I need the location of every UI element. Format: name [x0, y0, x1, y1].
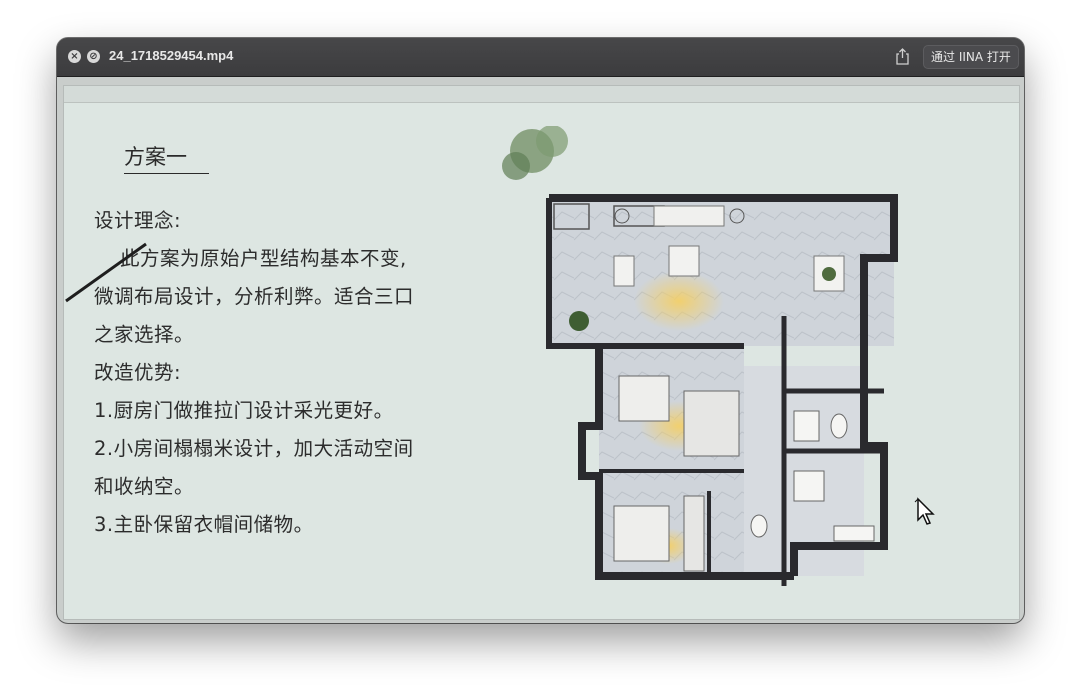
share-icon[interactable] [895, 48, 910, 65]
open-in-iina-button[interactable]: 通过 IINA 打开 [923, 45, 1019, 69]
advantage-1: 1.厨房门做推拉门设计采光更好。 [94, 399, 394, 422]
concept-line-3: 之家选择。 [94, 323, 195, 346]
slide-heading: 方案一 [124, 141, 209, 174]
disable-icon[interactable]: ⊘ [87, 50, 100, 63]
title-bar: × ⊘ 24_1718529454.mp4 通过 IINA 打开 [57, 38, 1024, 77]
tree-decoration [502, 126, 568, 180]
advantages-label: 改造优势: [94, 361, 182, 384]
floor-plan-image [502, 126, 898, 586]
advantage-3: 3.主卧保留衣帽间储物。 [94, 513, 314, 536]
slide-top-strip [64, 86, 1019, 103]
video-frame: 方案一 设计理念: 此方案为原始户型结构基本不变, 微调布局设计，分析利弊。适合… [57, 77, 1024, 623]
window-title: 24_1718529454.mp4 [109, 48, 234, 63]
mouse-cursor-icon [914, 497, 935, 525]
design-concept-label: 设计理念: [94, 209, 182, 232]
concept-line-1: 此方案为原始户型结构基本不变, [120, 247, 407, 270]
concept-line-2: 微调布局设计，分析利弊。适合三口 [94, 285, 415, 308]
advantage-2: 2.小房间榻榻米设计，加大活动空间 [94, 437, 414, 460]
close-icon[interactable]: × [68, 50, 81, 63]
laser-pointer-stick [65, 242, 147, 303]
presentation-slide: 方案一 设计理念: 此方案为原始户型结构基本不变, 微调布局设计，分析利弊。适合… [63, 85, 1020, 620]
player-window: × ⊘ 24_1718529454.mp4 通过 IINA 打开 方案一 设计理… [57, 38, 1024, 623]
advantage-2-cont: 和收纳空。 [94, 475, 195, 498]
